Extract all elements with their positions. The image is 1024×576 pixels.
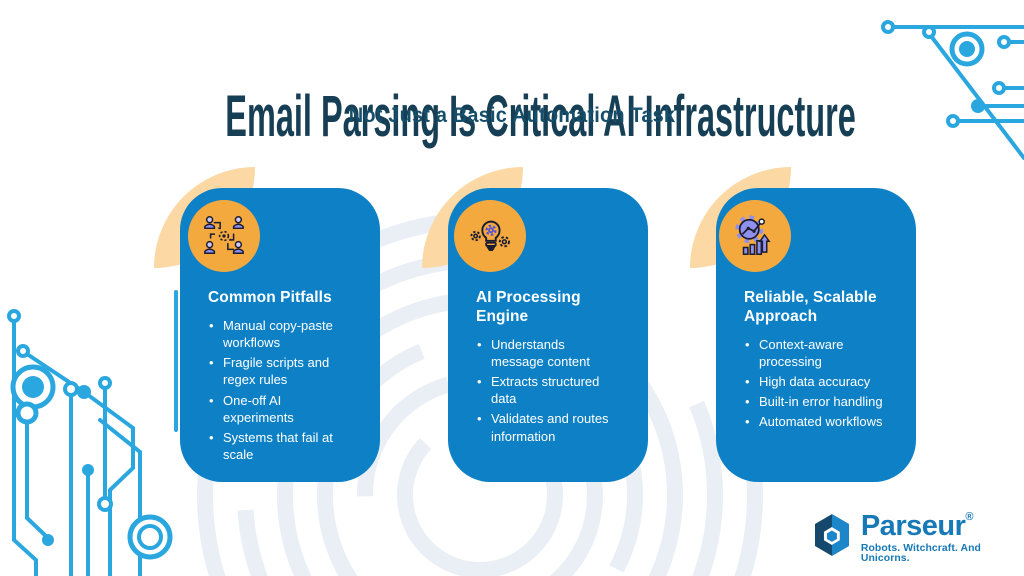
card-reliable-scalable-approach: Reliable, Scalable Approach Context-awar…: [716, 188, 916, 482]
list-item: Context-aware processing: [744, 336, 892, 370]
logo-tagline: Robots. Witchcraft. And Unicorns.: [860, 543, 981, 565]
circuit-decoration-top-right: [881, 20, 1024, 160]
parseur-logo: Parseur® Robots. Witchcraft. And Unicorn…: [812, 512, 1024, 565]
card-bullet-list: Understands message content Extracts str…: [476, 336, 624, 445]
list-item: High data accuracy: [744, 373, 892, 390]
list-item: Understands message content: [476, 336, 624, 370]
parseur-logo-icon: [814, 514, 849, 556]
card-heading: Common Pitfalls: [208, 289, 332, 306]
lightbulb-gears-icon: [470, 220, 510, 251]
card-bullet-list: Manual copy-paste workflows Fragile scri…: [208, 317, 356, 463]
registered-mark: ®: [965, 511, 974, 523]
team-network-icon: [204, 216, 244, 254]
list-item: Extracts structured data: [476, 373, 624, 407]
list-item: Fragile scripts and regex rules: [208, 354, 356, 388]
icon-circle-2: [454, 200, 526, 272]
list-item: Systems that fail at scale: [208, 429, 356, 463]
circuit-decoration-left: [7, 290, 178, 576]
card-heading: AI Processing Engine: [476, 289, 581, 325]
icon-circle-3: [719, 200, 791, 272]
card-heading: Reliable, Scalable Approach: [744, 289, 877, 325]
page-title: Email Parsing Is Critical AI Infrastruct…: [225, 83, 856, 149]
list-item: Automated workflows: [744, 413, 892, 430]
logo-wordmark: Parseur: [860, 510, 966, 542]
icon-circle-1: [188, 200, 260, 272]
list-item: One-off AI experiments: [208, 392, 356, 426]
page-subtitle: Not Just a Basic Automation Task: [348, 104, 676, 127]
list-item: Manual copy-paste workflows: [208, 317, 356, 351]
list-item: Validates and routes information: [476, 410, 624, 444]
list-item: Built-in error handling: [744, 393, 892, 410]
gear-growth-chart-icon: [735, 215, 771, 255]
card-bullet-list: Context-aware processing High data accur…: [744, 336, 892, 431]
